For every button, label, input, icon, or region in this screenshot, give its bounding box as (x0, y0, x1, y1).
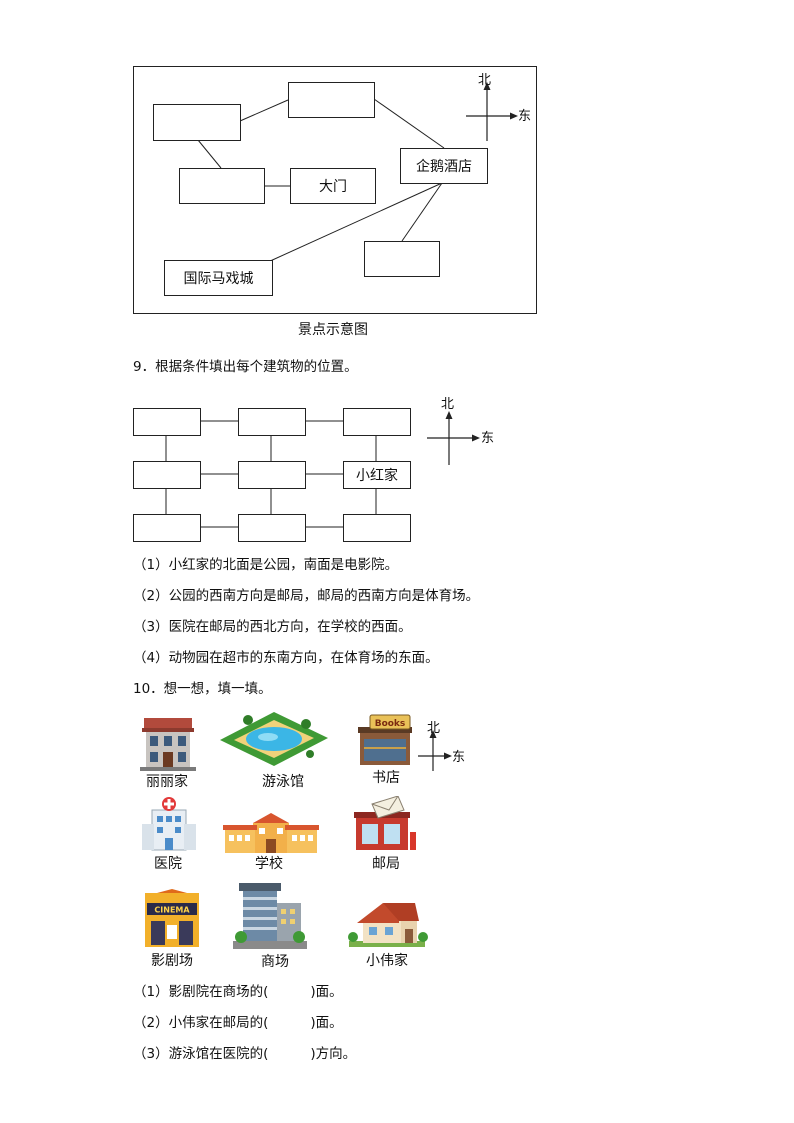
q9-cell-r1c2[interactable] (238, 408, 306, 436)
school-icon (223, 813, 319, 853)
compass-east-label: 东 (518, 109, 532, 124)
cinema-sign-text: CINEMA (154, 906, 190, 915)
lili-home-icon (140, 718, 196, 771)
q10-question-2-before: （2）小伟家在邮局的( (133, 1015, 269, 1031)
xiaowei-home-label: 小伟家 (366, 953, 408, 969)
hospital-label: 医院 (154, 856, 182, 872)
mall-label: 商场 (261, 954, 289, 970)
lili-home-label: 丽丽家 (146, 774, 188, 790)
blank-box-middle[interactable] (179, 168, 265, 204)
q9-compass-north-label: 北 (441, 397, 455, 412)
circus-box: 国际马戏城 (164, 260, 273, 296)
mall-icon (233, 883, 307, 949)
q9-compass-east-label: 东 (481, 431, 495, 446)
blank-box-top[interactable] (288, 82, 375, 118)
q10-compass-north-label: 北 (427, 721, 441, 736)
bookstore-icon: Books (358, 714, 412, 765)
circus-label: 国际马戏城 (183, 271, 254, 287)
bookstore-label: 书店 (372, 770, 400, 786)
q9-condition-3: （3）医院在邮局的西北方向，在学校的西面。 (133, 619, 412, 635)
q9-condition-1: （1）小红家的北面是公园，南面是电影院。 (133, 557, 399, 573)
q10-question-2-after: )面。 (310, 1015, 343, 1031)
q9-condition-2: （2）公园的西南方向是邮局，邮局的西南方向是体育场。 (133, 588, 480, 604)
school-label: 学校 (255, 856, 283, 872)
q9-cell-r1c3[interactable] (343, 408, 411, 436)
q9-cell-r3c2[interactable] (238, 514, 306, 542)
post-office-icon (354, 796, 416, 850)
q9-cell-r3c3[interactable] (343, 514, 411, 542)
q9-cell-home: 小红家 (343, 461, 411, 489)
bookstore-sign-text: Books (375, 719, 406, 729)
q10-title: 10．想一想，填一填。 (133, 681, 272, 697)
q10-question-1-before: （1）影剧院在商场的( (133, 984, 269, 1000)
pool-icon (220, 712, 328, 766)
scenic-map-frame (133, 66, 537, 314)
xiaowei-home-icon (348, 903, 428, 947)
q10-question-3-after: )方向。 (310, 1046, 357, 1062)
q9-cell-r3c1[interactable] (133, 514, 201, 542)
theater-icon: CINEMA (145, 889, 199, 947)
q9-home-label: 小红家 (356, 468, 398, 484)
compass-north-label: 北 (478, 73, 492, 88)
post-office-label: 邮局 (372, 856, 400, 872)
penguin-hotel-label: 企鹅酒店 (416, 159, 472, 175)
blank-box-bottom-right[interactable] (364, 241, 440, 277)
q10-question-1-after: )面。 (310, 984, 343, 1000)
q9-title: 9．根据条件填出每个建筑物的位置。 (133, 359, 358, 375)
q10-question-3: （3）游泳馆在医院的( )方向。 (133, 1045, 356, 1063)
hospital-icon (142, 797, 196, 851)
q10-question-3-before: （3）游泳馆在医院的( (133, 1046, 269, 1062)
q10-question-1: （1）影剧院在商场的( )面。 (133, 983, 343, 1001)
blank-box-left[interactable] (153, 104, 241, 141)
q9-condition-4: （4）动物园在超市的东南方向，在体育场的东面。 (133, 650, 439, 666)
theater-label: 影剧场 (151, 953, 193, 969)
scenic-map-caption: 景点示意图 (298, 322, 368, 338)
penguin-hotel-box: 企鹅酒店 (400, 148, 488, 184)
gate-label: 大门 (319, 179, 347, 195)
pool-label: 游泳馆 (262, 774, 304, 790)
q10-compass-east-label: 东 (452, 750, 466, 765)
q9-cell-r1c1[interactable] (133, 408, 201, 436)
q9-cell-r2c1[interactable] (133, 461, 201, 489)
q9-cell-r2c2[interactable] (238, 461, 306, 489)
q10-question-2: （2）小伟家在邮局的( )面。 (133, 1014, 343, 1032)
gate-box: 大门 (290, 168, 376, 204)
